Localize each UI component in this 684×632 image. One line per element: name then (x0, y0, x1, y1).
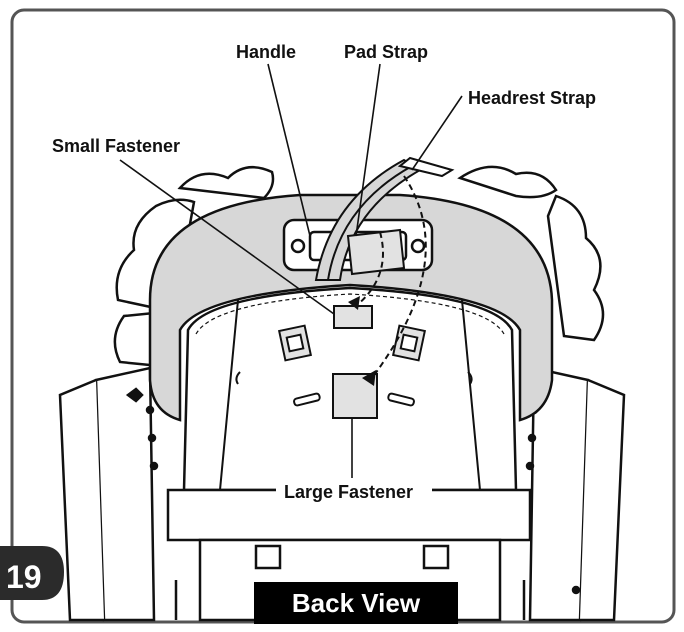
headrest-strap-arrow (371, 175, 427, 379)
label-handle: Handle (236, 42, 296, 62)
label-headrest-strap: Headrest Strap (468, 88, 596, 108)
small-fastener (333, 305, 373, 329)
pad-strap-arrow (355, 231, 384, 307)
headrest-strap (397, 156, 455, 178)
view-banner: Back View (254, 582, 458, 624)
stroller-frame-left (58, 366, 159, 622)
stroller-frame-right (525, 366, 626, 622)
leader-lines (119, 63, 463, 484)
label-small-fastener: Small Fastener (52, 136, 180, 156)
seat-back-stitch (195, 293, 505, 335)
seat-clip-left (277, 324, 313, 362)
label-large-fastener: Large Fastener (284, 482, 413, 502)
seat-clip-right (391, 324, 427, 362)
view-banner-text: Back View (292, 588, 421, 618)
seat-slots (235, 371, 473, 407)
headrest-pad (148, 193, 554, 422)
label-pad-strap: Pad Strap (344, 42, 428, 62)
step-number: 19 (6, 559, 42, 595)
step-badge: 19 (0, 546, 64, 600)
